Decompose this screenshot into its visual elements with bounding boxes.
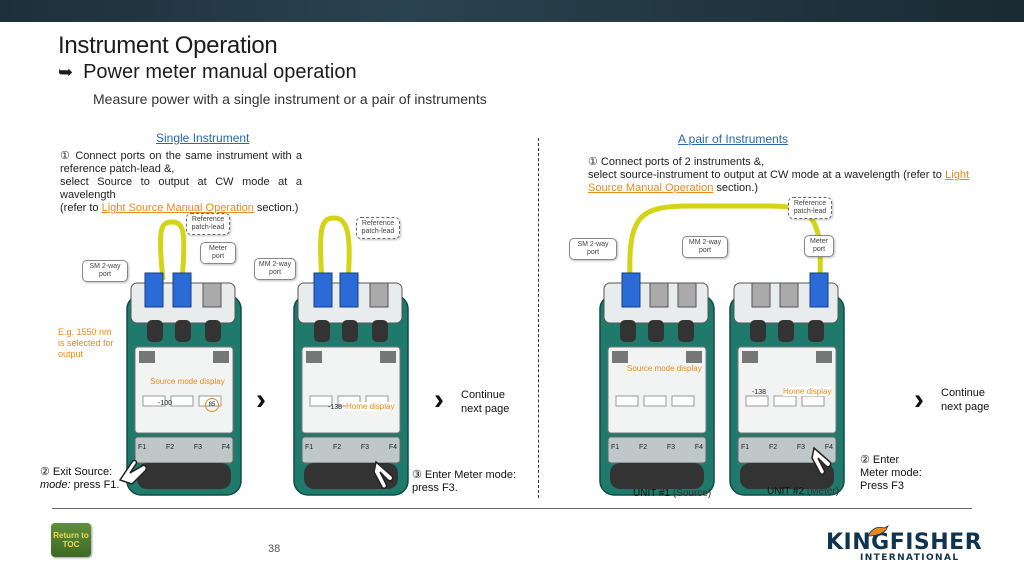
unit-1-role: (Source) [670, 488, 712, 499]
kingfisher-bird-icon [867, 525, 889, 537]
pair-step1-post: section.) [713, 182, 758, 194]
pair-callout-sm-port: SM 2-way port [569, 238, 617, 260]
device-single-source [126, 272, 242, 496]
single-step1-line-c-post: section.) [253, 202, 299, 214]
device-single-meter [293, 272, 409, 496]
pair-callout-meter-port: Meter port [804, 235, 834, 257]
unit-1-label: UNIT #1 (Source) [633, 488, 711, 499]
screen-reading-2: -138 [328, 404, 343, 411]
page-subtitle: ➥ Power meter manual operation [58, 61, 357, 84]
f4-key[interactable]: F4 [694, 444, 703, 451]
pair-home-display-label: Home display [783, 387, 832, 396]
hand-pointer-icon [811, 446, 832, 475]
pair-light-source-link[interactable]: Light Source Manual Operation [588, 169, 969, 194]
callout-mm-port: MM 2-way port [254, 258, 296, 280]
kingfisher-logo: KINGFISHER INTERNATIONAL [826, 525, 982, 564]
wavelength-badge: 85 [205, 398, 219, 412]
screen-reading-4: -138 [752, 389, 767, 396]
f1-key[interactable]: F1 [611, 444, 620, 451]
f2-key[interactable]: F2 [165, 444, 175, 451]
unit-2-role: (Meter) [804, 486, 840, 497]
step3-enter-meter: ③ Enter Meter mode: press F3. [412, 469, 516, 495]
footer-divider [52, 508, 972, 509]
f3-key[interactable]: F3 [796, 444, 806, 451]
pair-step1-paragraph: ① Connect ports of 2 instruments &, sele… [588, 156, 969, 195]
callout-sm-port: SM 2-way port [82, 260, 128, 282]
logo-top-text: KINGFISHER [826, 530, 983, 555]
fkeys-device-4: F1 F2 F3 F4 [741, 444, 833, 451]
light-source-link[interactable]: Light Source Manual Operation [101, 202, 254, 214]
pair-step2-enter-meter: ② Enter Meter mode: Press F3 [860, 454, 930, 493]
fkeys-device-3: F1 F2 F3 F4 [611, 444, 703, 451]
chevron-right-icon[interactable]: › [914, 383, 924, 416]
single-step1-line-b: select Source to output at CW mode at a … [60, 176, 302, 201]
pair-step1-line-b: select source-instrument to output at CW… [588, 169, 946, 181]
pair-callout-reference-patch-lead: Reference patch-lead [788, 197, 832, 219]
pair-step2-title: ② Enter Meter mode: [860, 454, 922, 479]
page-title: Instrument Operation [58, 32, 278, 59]
section-divider [538, 138, 539, 498]
f4-key[interactable]: F4 [824, 444, 833, 451]
f1-key[interactable]: F1 [305, 444, 314, 451]
screen-reading-1: -100 [158, 400, 173, 407]
pair-step2-action: Press F3 [860, 480, 905, 492]
step2-title: ② Exit Source: [40, 466, 113, 478]
f3-key[interactable]: F3 [666, 444, 676, 451]
f4-key[interactable]: F4 [221, 444, 230, 451]
single-instrument-heading: Single Instrument [156, 131, 250, 145]
top-banner [0, 0, 1024, 22]
f2-key[interactable]: F2 [768, 444, 778, 451]
step3-action: press F3. [412, 482, 458, 494]
return-to-toc-button[interactable]: Return to TOC [51, 523, 91, 557]
device-unit-1 [599, 272, 715, 496]
single-step1-line-c: (refer to [60, 202, 102, 214]
step3-title: ③ Enter Meter mode: [412, 469, 517, 481]
callout-reference-patch-lead-2: Reference patch-lead [356, 217, 400, 239]
page-number: 38 [268, 543, 281, 555]
hand-pointer-icon [118, 459, 147, 485]
pair-source-mode-display-label: Source mode display [627, 364, 702, 373]
logo-bottom-text: INTERNATIONAL [860, 553, 960, 563]
fkeys-device-1: F1 F2 F3 F4 [138, 444, 230, 451]
fkeys-device-2: F1 F2 F3 F4 [305, 444, 397, 451]
chevron-right-icon: › [256, 383, 266, 416]
callout-reference-patch-lead: Reference patch-lead [186, 213, 230, 235]
callout-meter-port: Meter port [200, 242, 236, 264]
f1-key[interactable]: F1 [138, 444, 147, 451]
f3-key[interactable]: F3 [193, 444, 203, 451]
f3-key[interactable]: F3 [360, 444, 370, 451]
subtitle-text: Power meter manual operation [83, 61, 357, 83]
pair-instruments-heading: A pair of Instruments [678, 132, 789, 146]
source-mode-display-label: Source mode display [150, 377, 225, 386]
wavelength-note: E.g. 1550 nm is selected for output [58, 327, 114, 359]
home-display-label: Home display [346, 402, 395, 411]
single-step1-line-a: ① Connect ports on the same instrument w… [60, 150, 302, 175]
page-description: Measure power with a single instrument o… [93, 91, 487, 107]
f1-key[interactable]: F1 [741, 444, 750, 451]
continue-next-page-link[interactable]: Continue next page [461, 389, 510, 415]
pair-continue-next-page-link[interactable]: Continue next page [941, 387, 990, 413]
step2-action: press F1. [70, 479, 120, 491]
unit-1-name: UNIT #1 [633, 488, 671, 499]
unit-2-name: UNIT #2 [767, 486, 805, 497]
f2-key[interactable]: F2 [638, 444, 648, 451]
unit-2-label: UNIT #2 (Meter) [767, 486, 839, 497]
pair-step1-line-a: ① Connect ports of 2 instruments &, [588, 156, 765, 168]
hand-pointer-icon [373, 460, 394, 489]
arrow-right-icon: ➥ [58, 62, 74, 82]
step2-mode: mode: [40, 479, 71, 491]
chevron-right-icon[interactable]: › [434, 383, 444, 416]
f2-key[interactable]: F2 [332, 444, 342, 451]
step2-exit-source: ② Exit Source: mode: press F1. [40, 466, 119, 492]
single-step1-paragraph: ① Connect ports on the same instrument w… [60, 150, 302, 215]
f4-key[interactable]: F4 [388, 444, 397, 451]
pair-callout-mm-port: MM 2-way port [682, 236, 728, 258]
